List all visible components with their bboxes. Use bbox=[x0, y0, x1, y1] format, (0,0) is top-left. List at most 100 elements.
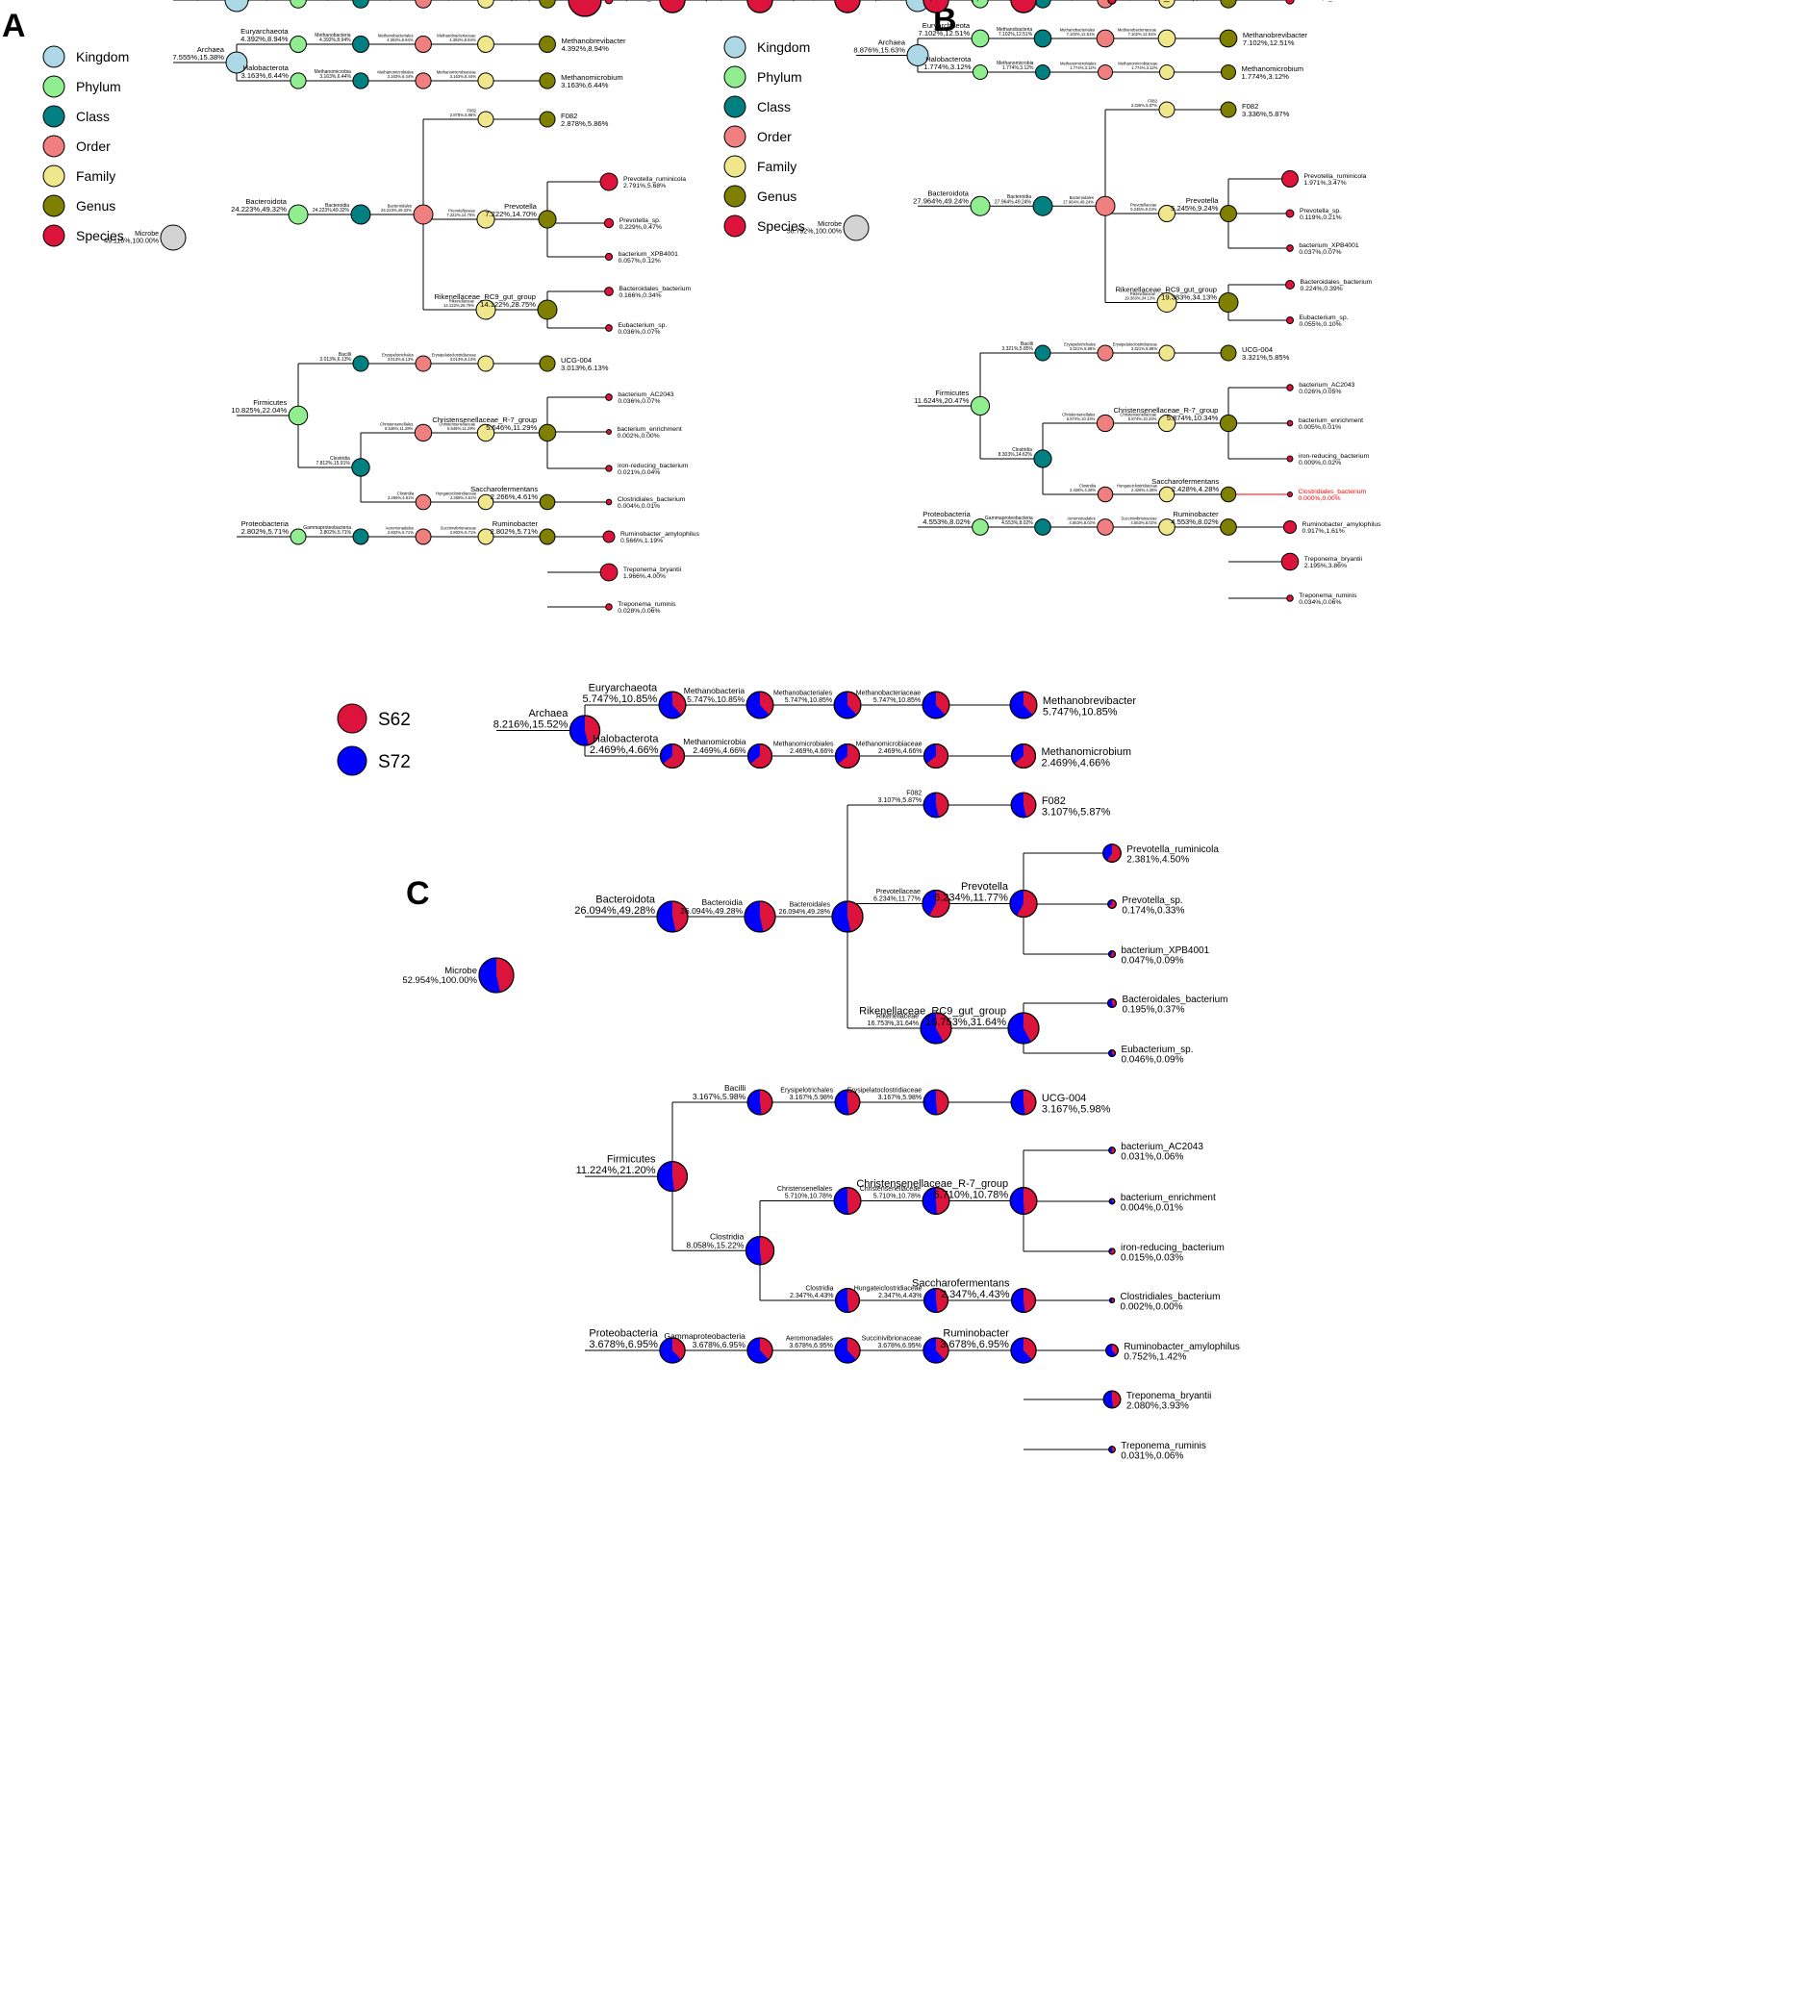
panel-c-label-stat-christensenellaceae: 5.710%,10.78% bbox=[873, 1194, 921, 1200]
panel-a-node-methanobacteria bbox=[352, 36, 369, 53]
panel-c-label-name-treponema-ruminis: Treponema_ruminis bbox=[1121, 1441, 1206, 1451]
panel-c-node-methanobrevibacter-pie-outline bbox=[1009, 691, 1038, 719]
panel-c-node-christensenellaceae-r-7-group-pie-s72 bbox=[1010, 1187, 1024, 1215]
panel-c-node-rikenellaceae-rc9-gut-group-pie-s72 bbox=[1007, 1013, 1031, 1045]
panel-b-label-name-root: Microbe bbox=[818, 221, 842, 228]
panel-b-node-f082-g bbox=[1220, 101, 1237, 118]
panel-a-label-name-bacilli: Bacilli bbox=[339, 352, 351, 358]
panel-c-label-name-bacteroidales: Bacteroidales bbox=[790, 902, 831, 909]
panel-c-node-rikenellaceae-rc9-gut-group-pie-outline bbox=[1007, 1012, 1040, 1045]
panel-b-node-bacterium-ac2043 bbox=[1286, 384, 1294, 391]
panel-b-label-name-methanomicrobia: Methanomicrobia bbox=[997, 61, 1034, 66]
legend-swatch-family-0 bbox=[42, 164, 65, 188]
panel-c-label-stat-bacterium-enrichment: 0.004%,0.01% bbox=[1121, 1203, 1183, 1214]
panel-b-node-ruminobacter-amylophilus bbox=[1282, 519, 1298, 535]
panel-a-node-aeromonadales bbox=[415, 528, 432, 545]
panel-a-label-stat-clostridia-class: 7.812%,15.91% bbox=[316, 461, 350, 466]
panel-c-label-name-clostridia-class: Clostridia bbox=[710, 1231, 745, 1241]
panel-c-node-christensenellaceae-pie-s72 bbox=[923, 1187, 937, 1215]
panel-b-label-stat-gammaproteobacteria: 4.553%,8.02% bbox=[1001, 520, 1033, 526]
panel-b-label-name-bacteroidales: Bacteroidales bbox=[1070, 195, 1094, 200]
panel-c-node-clostridia-order-pie-s72 bbox=[835, 1288, 849, 1313]
panel-c-node-prevotellaceae-pie-outline bbox=[922, 889, 950, 919]
panel-c-node-gammaproteobacteria-pie-outline bbox=[746, 1337, 773, 1364]
panel-b-label-name-firmicutes: Firmicutes bbox=[935, 389, 969, 397]
panel-c-node-christensenellaceae-r-7-group-pie-outline bbox=[1009, 1187, 1038, 1215]
panel-b-node-eubacterium-sp bbox=[1285, 315, 1295, 325]
panel-b-label-stat-treponema: 3.774%,6.65% bbox=[1171, 0, 1219, 2]
panel-a-node-f082 bbox=[477, 111, 494, 128]
panel-c-label-name-prevotellaceae: Prevotellaceae bbox=[876, 889, 921, 895]
panel-c-label-name-spirochaetaceae: Spirochaetaceae bbox=[871, 0, 922, 2]
panel-c-label-stat-christensenellaceae-r-7-group: 5.710%,10.78% bbox=[933, 1190, 1008, 1201]
panel-a-label-stat-spirochaetales: 3.711%,7.56% bbox=[388, 0, 414, 1]
panel-a-label-name-f082-g: F082 bbox=[561, 112, 577, 120]
panel-a-label-name-saccharofermentans: Saccharofermentans bbox=[470, 485, 538, 493]
panel-c-node-rikenellaceae-pie-outline bbox=[920, 1012, 952, 1045]
panel-c-label-stat-iron-reducing-bacterium: 0.015%,0.03% bbox=[1121, 1253, 1183, 1264]
panel-c-node-proteobacteria-pie-outline bbox=[659, 1337, 686, 1364]
panel-b-label-name-clostridia-order: Clostridia bbox=[1079, 484, 1097, 489]
panel-b-node-prevotella-sp bbox=[1285, 209, 1295, 218]
panel-b-node-bacterium-xpb4001 bbox=[1286, 244, 1294, 252]
panel-a-node-prevotellaceae bbox=[476, 210, 495, 229]
legend-swatch-phylum-0 bbox=[42, 75, 65, 98]
panel-b-label-stat-eubacterium-sp: 0.055%,0.10% bbox=[1300, 321, 1342, 328]
panel-c-node-f082-pie-outline bbox=[923, 792, 949, 819]
panel-a-node-christensenellales bbox=[414, 423, 433, 442]
panel-c-label-name-christensenellaceae-r-7-group: Christensenellaceae_R-7_group bbox=[856, 1178, 1008, 1190]
tree-labels: Methanobrevibacter4.392%,8.94%Methanobac… bbox=[104, 0, 1381, 1462]
panel-c-node-spirochaetia-pie-s62 bbox=[746, 0, 773, 13]
panel-a-label-name-gammaproteobacteria: Gammaproteobacteria bbox=[303, 525, 351, 531]
panel-a-label-stat-root: 49.116%,100.00% bbox=[104, 238, 159, 244]
panel-b-node-methanomicrobium bbox=[1220, 63, 1237, 81]
panel-a-label-name-erysipelatoclostridiaceae: Erysipelatoclostridiaceae bbox=[432, 353, 477, 358]
panel-c-node-methanomicrobiaceae-pie-outline bbox=[923, 743, 949, 769]
panel-c-label-name-bacterium-wce3006: bacterium_WCE3006 bbox=[1122, 0, 1213, 3]
panel-c-label-name-treponema-bryantii: Treponema_bryantii bbox=[1126, 1391, 1212, 1401]
panel-b-label-stat-ruminobacter-amylophilus: 0.917%,1.61% bbox=[1302, 528, 1345, 535]
panel-c-node-bacterium-xpb4001-pie-outline bbox=[1107, 949, 1117, 959]
panel-a-node-bacterium-ac2043 bbox=[605, 393, 613, 401]
panel-c-label-stat-prevotella-ruminicola: 2.381%,4.50% bbox=[1126, 855, 1189, 866]
panel-c-node-treponema-pie-outline bbox=[1010, 0, 1037, 13]
panel-b-label-name-prevotellaceae: Prevotellaceae bbox=[1130, 203, 1157, 208]
panel-c-node-bacteroidota-pie-outline bbox=[656, 900, 689, 933]
panel-c-node-bacteroidota-pie-s72 bbox=[657, 901, 676, 932]
panel-b-label-stat-halobacterota: 1.774%,3.12% bbox=[923, 63, 972, 71]
panel-a-label-stat-eubacterium-sp: 0.036%,0.07% bbox=[618, 329, 660, 336]
panel-c-label-stat-rikenellaceae-rc9-gut-group: 16.753%,31.64% bbox=[925, 1017, 1006, 1028]
panel-c-node-f082-g-pie-outline bbox=[1010, 792, 1037, 819]
panel-a-node-erysipelatoclostridiaceae bbox=[477, 355, 494, 372]
panel-c-node-succinivibrionaceae-pie-s72 bbox=[923, 1337, 945, 1364]
panel-c-label-stat-prevotella-sp: 0.174%,0.33% bbox=[1122, 906, 1184, 917]
panel-a-label-stat-methanomicrobium: 3.163%,6.44% bbox=[561, 81, 609, 89]
panel-a-label-stat-hungateiclostridiaceae: 2.266%,4.61% bbox=[450, 495, 477, 500]
panel-b-label-stat-methanobacteriales: 7.102%,12.51% bbox=[1067, 32, 1096, 37]
panel-c-node-halobacterota-pie-outline bbox=[659, 743, 686, 769]
panel-b-node-methanobacteria bbox=[1033, 29, 1052, 48]
panel-b-node-bacterium-enrichment bbox=[1286, 419, 1294, 427]
panel-b-node-spirochaetia bbox=[1034, 0, 1051, 9]
panel-a-node-bacterium-enrichment bbox=[606, 429, 612, 435]
panel-c-label-name-rikenellaceae-rc9-gut-group: Rikenellaceae_RC9_gut_group bbox=[859, 1005, 1006, 1017]
panel-c-label-name-saccharofermentans: Saccharofermentans bbox=[912, 1277, 1010, 1289]
panel-c-node-methanobacteria-pie-outline bbox=[746, 691, 774, 719]
panel-c-node-christensenellaceae-pie-outline bbox=[922, 1187, 950, 1215]
panel-c-node-spirochaetales-pie-outline bbox=[834, 0, 861, 13]
panel-b-label-stat-clostridia-order: 2.428%,4.28% bbox=[1070, 488, 1097, 492]
panel-b-label-name-erysipelatoclostridiaceae: Erysipelatoclostridiaceae bbox=[1113, 342, 1158, 347]
panel-c-label-name-ucg-004: UCG-004 bbox=[1042, 1093, 1086, 1104]
panel-a-label-name-methanomicrobiales: Methanomicrobiales bbox=[377, 70, 413, 75]
panel-c-node-bacterium-enrichment-pie-outline bbox=[1108, 1197, 1116, 1205]
panel-c-label-name-treponema: Treponema bbox=[955, 0, 1010, 3]
panel-a-label-name-bacteria: Bacteria bbox=[196, 0, 224, 2]
panel-a-label-stat-ruminobacter: 2.802%,5.71% bbox=[491, 527, 539, 536]
panel-c-node-clostridiales-bacterium-pie-outline bbox=[1108, 1297, 1116, 1304]
panel-b-label-stat-prevotella-sp: 0.119%,0.21% bbox=[1300, 214, 1342, 221]
panel-b-label-stat-methanomicrobiales: 1.774%,3.12% bbox=[1070, 65, 1097, 70]
panel-b-node-clostridia-class bbox=[1033, 449, 1052, 468]
panel-c-node-f082-pie-s72 bbox=[923, 793, 939, 818]
panel-b-node-treponema bbox=[1220, 0, 1237, 9]
